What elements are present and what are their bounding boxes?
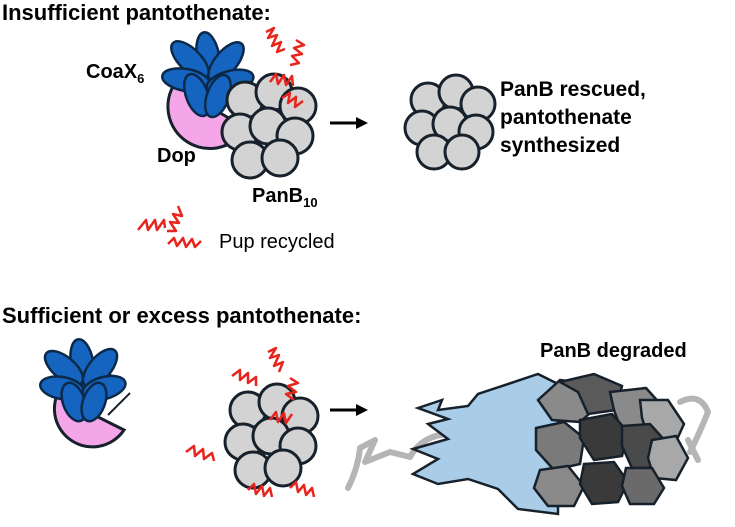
rescued-line-2: pantothenate (500, 106, 632, 129)
bottom-panel-title: Sufficient or excess pantothenate: (2, 303, 362, 328)
coax-hexamer-bottom (39, 338, 127, 423)
rescued-line-3: synthesized (500, 134, 621, 157)
panb-label: PanB10 (252, 186, 318, 209)
panb-decamer-top (220, 72, 318, 180)
pup-recycled-squiggles (137, 205, 202, 249)
coax-hexamer-top (161, 31, 255, 119)
unfolded-chain-gray (345, 395, 711, 491)
panb-label-text: PanB (252, 185, 304, 207)
proteasome-blue (409, 372, 560, 516)
top-panel-title: Insufficient pantothenate: (2, 0, 271, 25)
pup-chains-bottom (185, 346, 316, 498)
coax-label-text: CoaX (86, 61, 138, 83)
arrow-bottom (330, 404, 368, 416)
pup-recycled-label: Pup recycled (219, 231, 335, 253)
arrow-top (330, 117, 368, 129)
coax-label-sub: 6 (137, 71, 145, 86)
proteasome-core (532, 372, 690, 508)
rescued-line-1: PanB rescued, (500, 78, 646, 101)
rescued-label: PanB rescued, pantothenate synthesized (500, 76, 646, 160)
panb-label-sub: 10 (303, 195, 318, 210)
coax-label: CoaX6 (86, 62, 144, 85)
dop-label: Dop (157, 145, 196, 167)
pup-chains-top (265, 26, 306, 109)
panb-decamer-bottom (223, 382, 320, 490)
degraded-label: PanB degraded (540, 340, 687, 362)
panb-rescued (403, 73, 497, 171)
